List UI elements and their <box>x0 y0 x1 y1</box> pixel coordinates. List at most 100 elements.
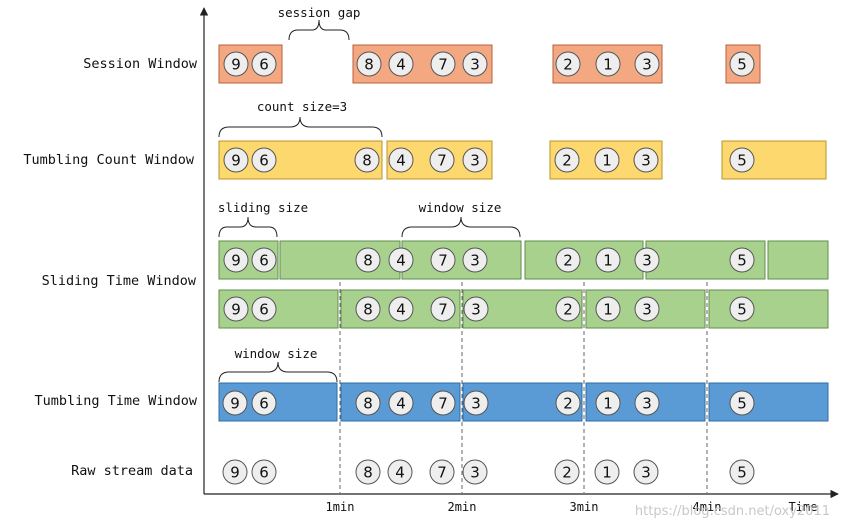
event-circle <box>555 51 581 77</box>
event-circle <box>555 390 581 416</box>
event-value: 4 <box>396 56 406 74</box>
tick-label-3min: 3min <box>570 500 599 514</box>
tumbling-time-event-9: 3 <box>634 390 660 416</box>
event-circle <box>729 51 755 77</box>
event-value: 8 <box>364 56 374 74</box>
event-circle <box>430 247 456 273</box>
event-value: 3 <box>471 395 481 413</box>
event-value: 1 <box>603 395 613 413</box>
event-value: 7 <box>437 152 447 170</box>
sliding-window-6 <box>767 240 829 280</box>
sliding-a-event-6: 3 <box>462 247 488 273</box>
session-event-6: 3 <box>462 51 488 77</box>
raw-event-3: 8 <box>355 459 381 485</box>
row-label-tumbling-count-window: Tumbling Count Window <box>23 152 195 168</box>
sliding-b-event-1: 9 <box>223 296 249 322</box>
event-value: 7 <box>437 464 447 482</box>
event-value: 7 <box>438 301 448 319</box>
count-event-2: 6 <box>251 147 277 173</box>
event-value: 1 <box>603 301 613 319</box>
event-circle <box>729 296 755 322</box>
time-gridlines <box>339 282 708 493</box>
count-event-10: 5 <box>729 147 755 173</box>
event-circle <box>555 247 581 273</box>
event-value: 5 <box>737 301 747 319</box>
raw-event-4: 4 <box>387 459 413 485</box>
event-value: 4 <box>396 301 406 319</box>
event-circle <box>388 147 414 173</box>
event-circle <box>222 459 248 485</box>
event-circle <box>729 147 755 173</box>
raw-event-5: 7 <box>429 459 455 485</box>
event-circle <box>729 459 755 485</box>
event-value: 3 <box>642 301 652 319</box>
event-circle <box>388 390 414 416</box>
event-circle <box>354 147 380 173</box>
count-size-label: count size=3 <box>257 99 347 114</box>
row-label-session-window: Session Window <box>83 56 198 72</box>
event-value: 6 <box>259 252 269 270</box>
window-size-tumbling-brace <box>218 361 338 383</box>
event-value: 1 <box>603 252 613 270</box>
sliding-b-event-4: 4 <box>388 296 414 322</box>
session-event-1: 9 <box>223 51 249 77</box>
sliding-b-event-10: 5 <box>729 296 755 322</box>
event-value: 8 <box>363 464 373 482</box>
event-circle <box>251 296 277 322</box>
event-value: 3 <box>471 301 481 319</box>
event-value: 9 <box>230 395 240 413</box>
event-value: 3 <box>642 252 652 270</box>
event-circle <box>634 247 660 273</box>
sliding-b-event-9: 3 <box>634 296 660 322</box>
raw-event-8: 1 <box>594 459 620 485</box>
sliding-size-label: sliding size <box>218 200 308 215</box>
event-circle <box>356 51 382 77</box>
session-gap-annotation: session gap <box>278 5 361 41</box>
sliding-b-event-5: 7 <box>430 296 456 322</box>
sliding-a-event-1: 9 <box>223 247 249 273</box>
count-size-brace <box>218 116 383 138</box>
sliding-window-11 <box>708 289 829 329</box>
sliding-a-event-2: 6 <box>251 247 277 273</box>
tumbling-time-event-3: 8 <box>355 390 381 416</box>
event-value: 7 <box>438 56 448 74</box>
event-value: 8 <box>362 152 372 170</box>
window-size-sliding-label: window size <box>419 200 502 215</box>
tick-label-2min: 2min <box>448 500 477 514</box>
event-value: 8 <box>363 395 373 413</box>
sliding-a-event-4: 4 <box>388 247 414 273</box>
raw-event-1: 9 <box>222 459 248 485</box>
event-value: 7 <box>438 395 448 413</box>
event-circle <box>223 51 249 77</box>
event-circle <box>595 390 621 416</box>
watermark-text: https://blog.csdn.net/oxy2011 <box>635 504 830 519</box>
event-value: 5 <box>737 152 747 170</box>
raw-event-7: 2 <box>554 459 580 485</box>
event-value: 9 <box>231 252 241 270</box>
event-circle <box>388 296 414 322</box>
event-circle <box>355 296 381 322</box>
event-value: 1 <box>602 152 612 170</box>
event-circle <box>251 147 277 173</box>
sliding-size-annotation: sliding size <box>218 200 308 238</box>
event-circle <box>595 247 621 273</box>
count-event-1: 9 <box>223 147 249 173</box>
tumbling-time-event-10: 5 <box>729 390 755 416</box>
event-circle <box>634 390 660 416</box>
tumbling-time-event-2: 6 <box>251 390 277 416</box>
session-gap-label: session gap <box>278 5 361 20</box>
event-circle <box>251 459 277 485</box>
event-circle <box>430 390 456 416</box>
sliding-size-brace <box>218 216 278 238</box>
window-size-sliding-brace <box>401 216 521 238</box>
tumbling-time-window-5 <box>708 382 829 422</box>
event-circle <box>355 459 381 485</box>
event-circle <box>355 390 381 416</box>
event-circle <box>223 147 249 173</box>
raw-event-9: 3 <box>633 459 659 485</box>
sliding-a-event-5: 7 <box>430 247 456 273</box>
count-event-3: 8 <box>354 147 380 173</box>
window-size-tumbling-annotation: window size <box>218 346 338 383</box>
x-axis-label: Time <box>789 500 818 514</box>
